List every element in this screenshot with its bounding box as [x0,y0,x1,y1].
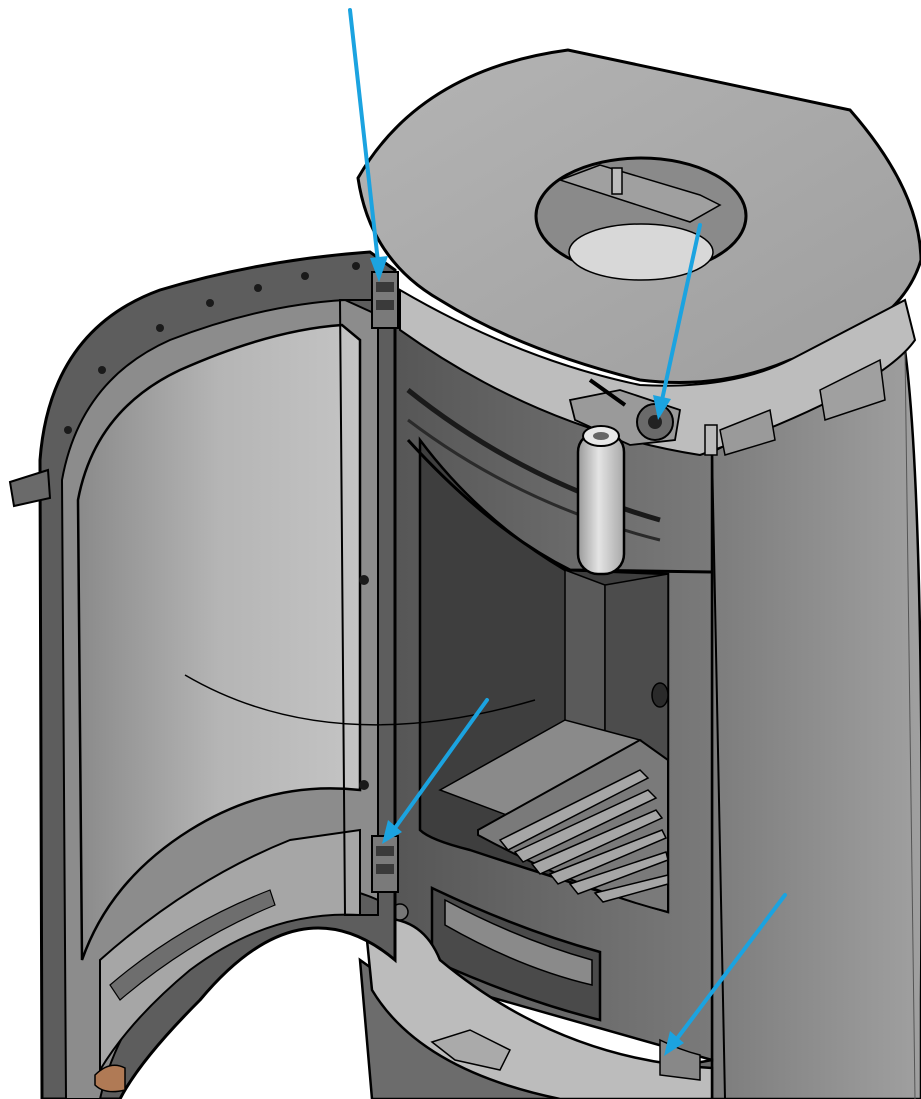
stove-body-side [710,348,921,1099]
arrow-lower-hinge [382,698,489,844]
base-ring [363,903,714,1099]
door-opening-frame [406,438,713,574]
door-handle [8,468,52,508]
lower-hinge [371,835,399,893]
damper-mechanism [568,358,886,456]
fire-grate [477,738,669,914]
door-glass [76,323,362,961]
callout-arrows [348,8,787,1056]
ash-drawer [430,886,602,1022]
upper-hinge [371,271,399,329]
convection-cylinder-right [576,425,626,576]
top-plate [356,48,921,457]
arrow-base-opening [664,893,787,1056]
arrow-top-mechanism [653,223,702,420]
stove-door [8,250,536,1099]
arrow-upper-hinge [348,8,388,282]
